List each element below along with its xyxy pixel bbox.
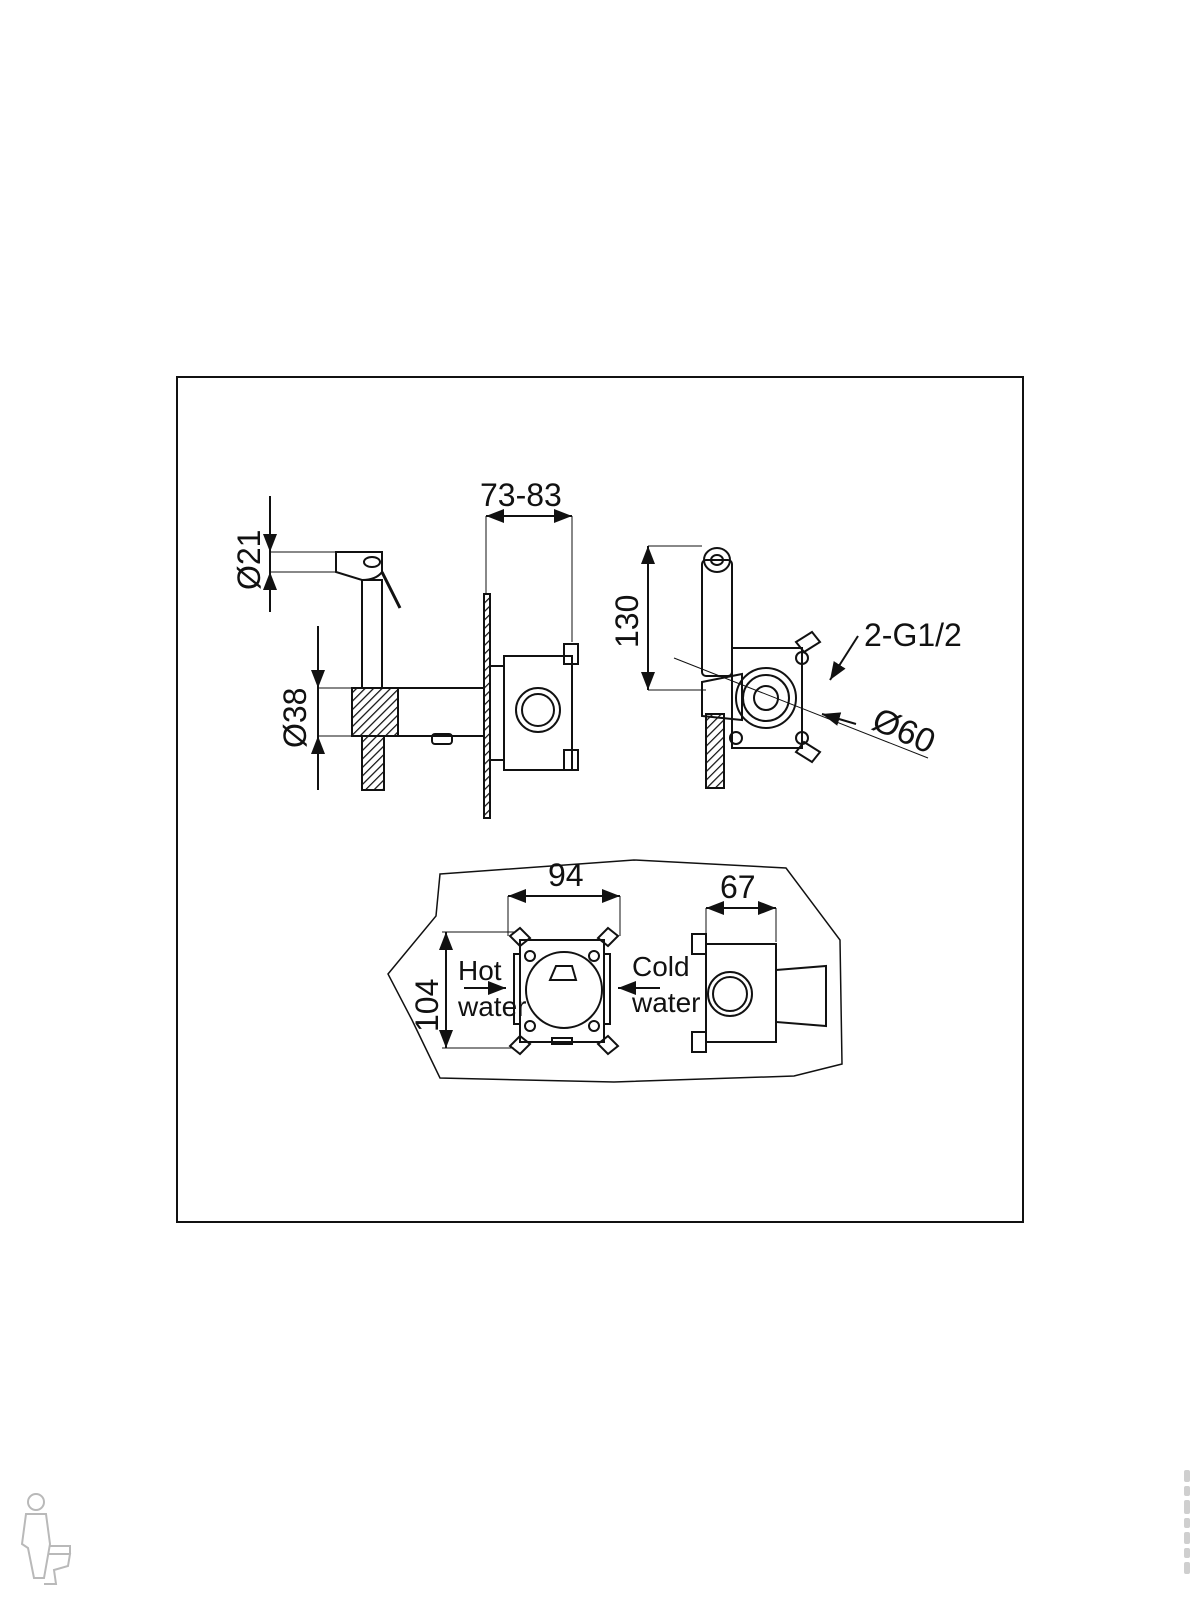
dim-thread: 2-G1/2 bbox=[864, 617, 962, 653]
front-view bbox=[641, 545, 929, 789]
label-hot: Hot bbox=[458, 955, 502, 986]
dim-width-94: 94 bbox=[548, 857, 584, 893]
dim-depth-67: 67 bbox=[720, 869, 756, 905]
rough-in-dimensions bbox=[439, 889, 777, 1049]
drawing-border bbox=[176, 376, 1024, 1223]
dim-d38: Ø38 bbox=[277, 688, 313, 748]
watermark bbox=[1180, 1468, 1194, 1578]
plumber-toilet-logo bbox=[14, 1488, 74, 1588]
dim-height-130: 130 bbox=[609, 595, 645, 648]
rough-in-view bbox=[387, 859, 843, 1083]
technical-drawing: Ø21 Ø38 73-83 130 2-G1/2 Ø60 bbox=[176, 376, 1024, 1223]
side-view bbox=[263, 496, 579, 819]
dim-depth-range: 73-83 bbox=[480, 477, 562, 513]
rough-in-side bbox=[691, 933, 827, 1053]
label-cold-water: water bbox=[631, 987, 700, 1018]
label-hot-water: water bbox=[457, 991, 526, 1022]
dim-d60: Ø60 bbox=[867, 701, 941, 762]
label-cold: Cold bbox=[632, 951, 690, 982]
rough-in-front bbox=[508, 926, 620, 1056]
dim-d21: Ø21 bbox=[231, 530, 267, 590]
dim-height-104: 104 bbox=[409, 979, 445, 1032]
